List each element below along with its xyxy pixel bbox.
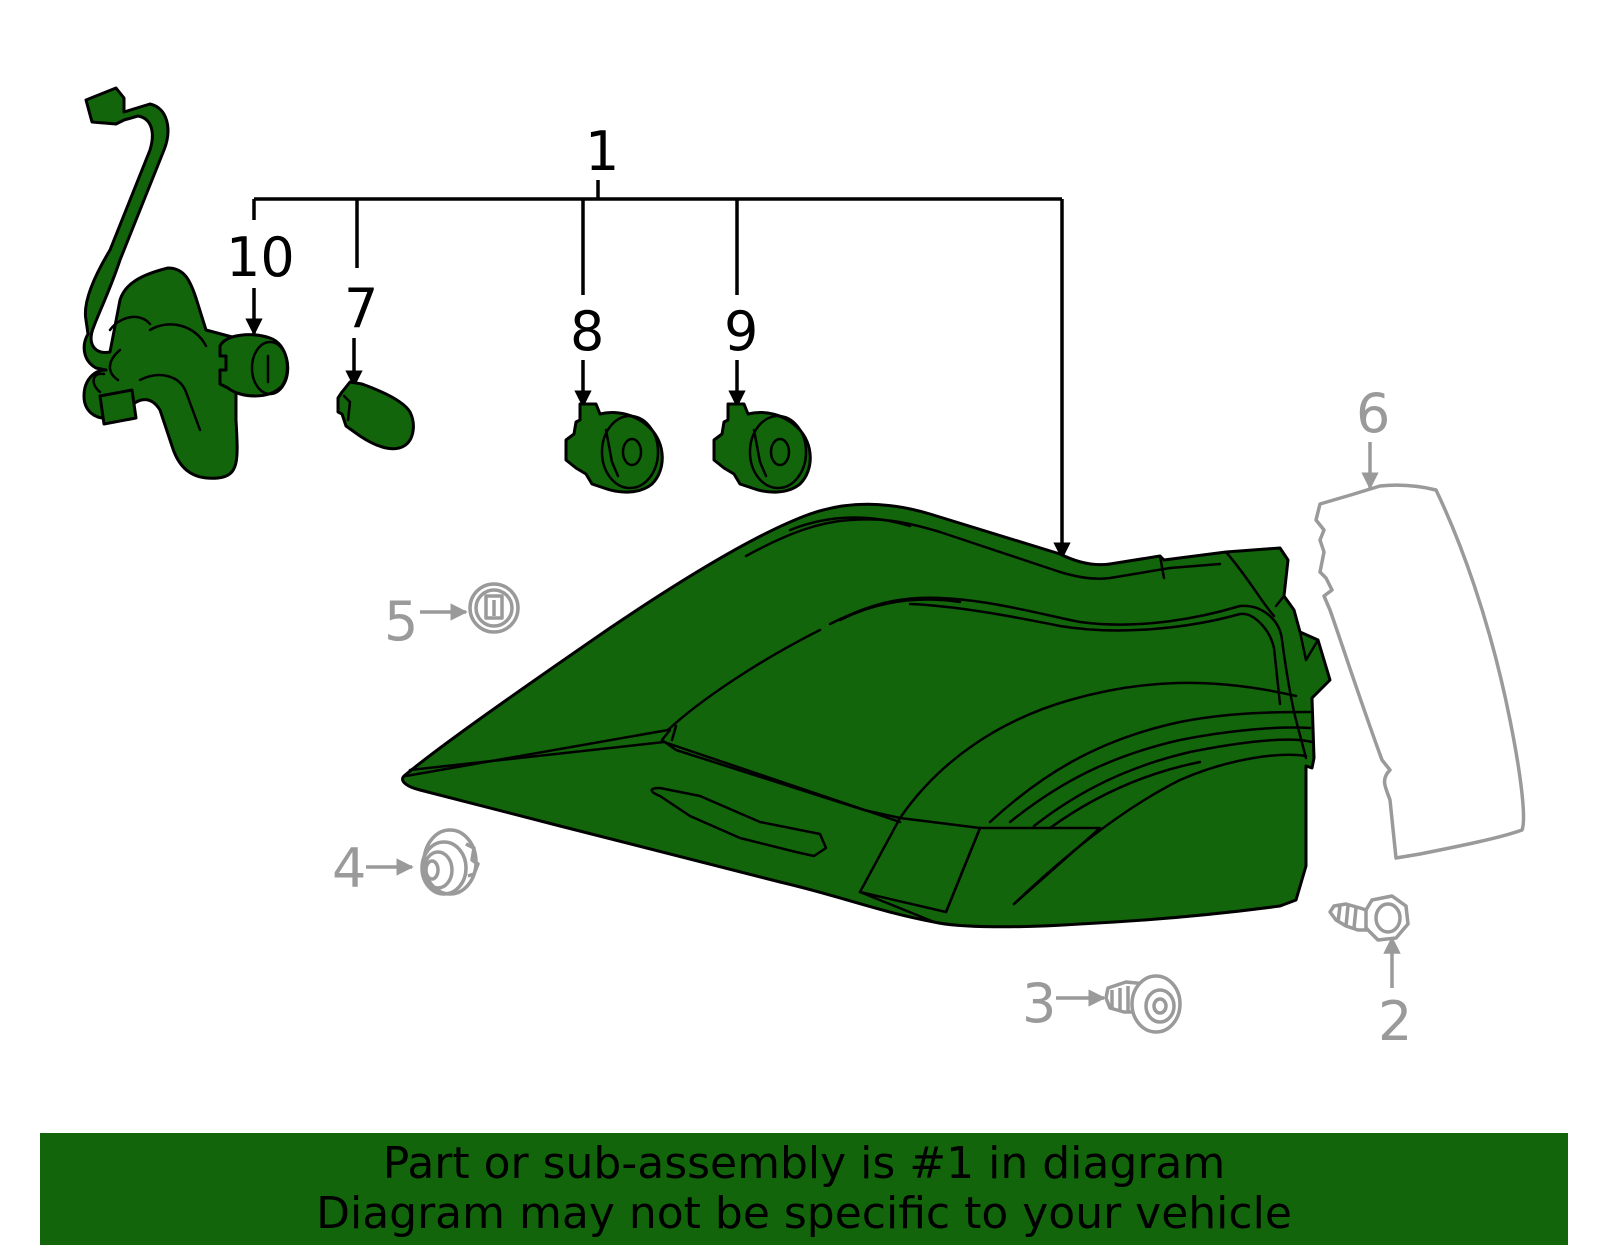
socket-part-8 xyxy=(564,402,664,494)
callout-8: 8 xyxy=(570,300,604,363)
callout-1-leader xyxy=(252,180,1071,560)
lens-part-6 xyxy=(1314,483,1526,860)
info-banner: Part or sub-assembly is #1 in diagram Di… xyxy=(40,1133,1568,1245)
bulb-part xyxy=(336,380,415,451)
callout-1: 1 xyxy=(585,120,619,183)
banner-line-1: Part or sub-assembly is #1 in diagram xyxy=(382,1138,1226,1189)
clip-part-5 xyxy=(468,582,520,634)
socket-part-9 xyxy=(712,402,812,494)
bolt-part-3 xyxy=(1104,974,1182,1034)
callout-6: 6 xyxy=(1356,382,1390,445)
callout-5: 5 xyxy=(384,590,418,653)
wiring-harness-part xyxy=(82,86,290,480)
callout-7: 7 xyxy=(344,277,378,340)
callout-3: 3 xyxy=(1022,972,1056,1035)
screw-part-2 xyxy=(1328,894,1410,942)
banner-line-2: Diagram may not be specific to your vehi… xyxy=(316,1188,1292,1239)
callout-2: 2 xyxy=(1378,990,1412,1053)
callout-4: 4 xyxy=(332,837,366,900)
grommet-part-4 xyxy=(420,828,480,896)
callout-9: 9 xyxy=(724,300,758,363)
callout-10: 10 xyxy=(226,226,295,289)
tail-lamp-assembly xyxy=(401,502,1332,929)
